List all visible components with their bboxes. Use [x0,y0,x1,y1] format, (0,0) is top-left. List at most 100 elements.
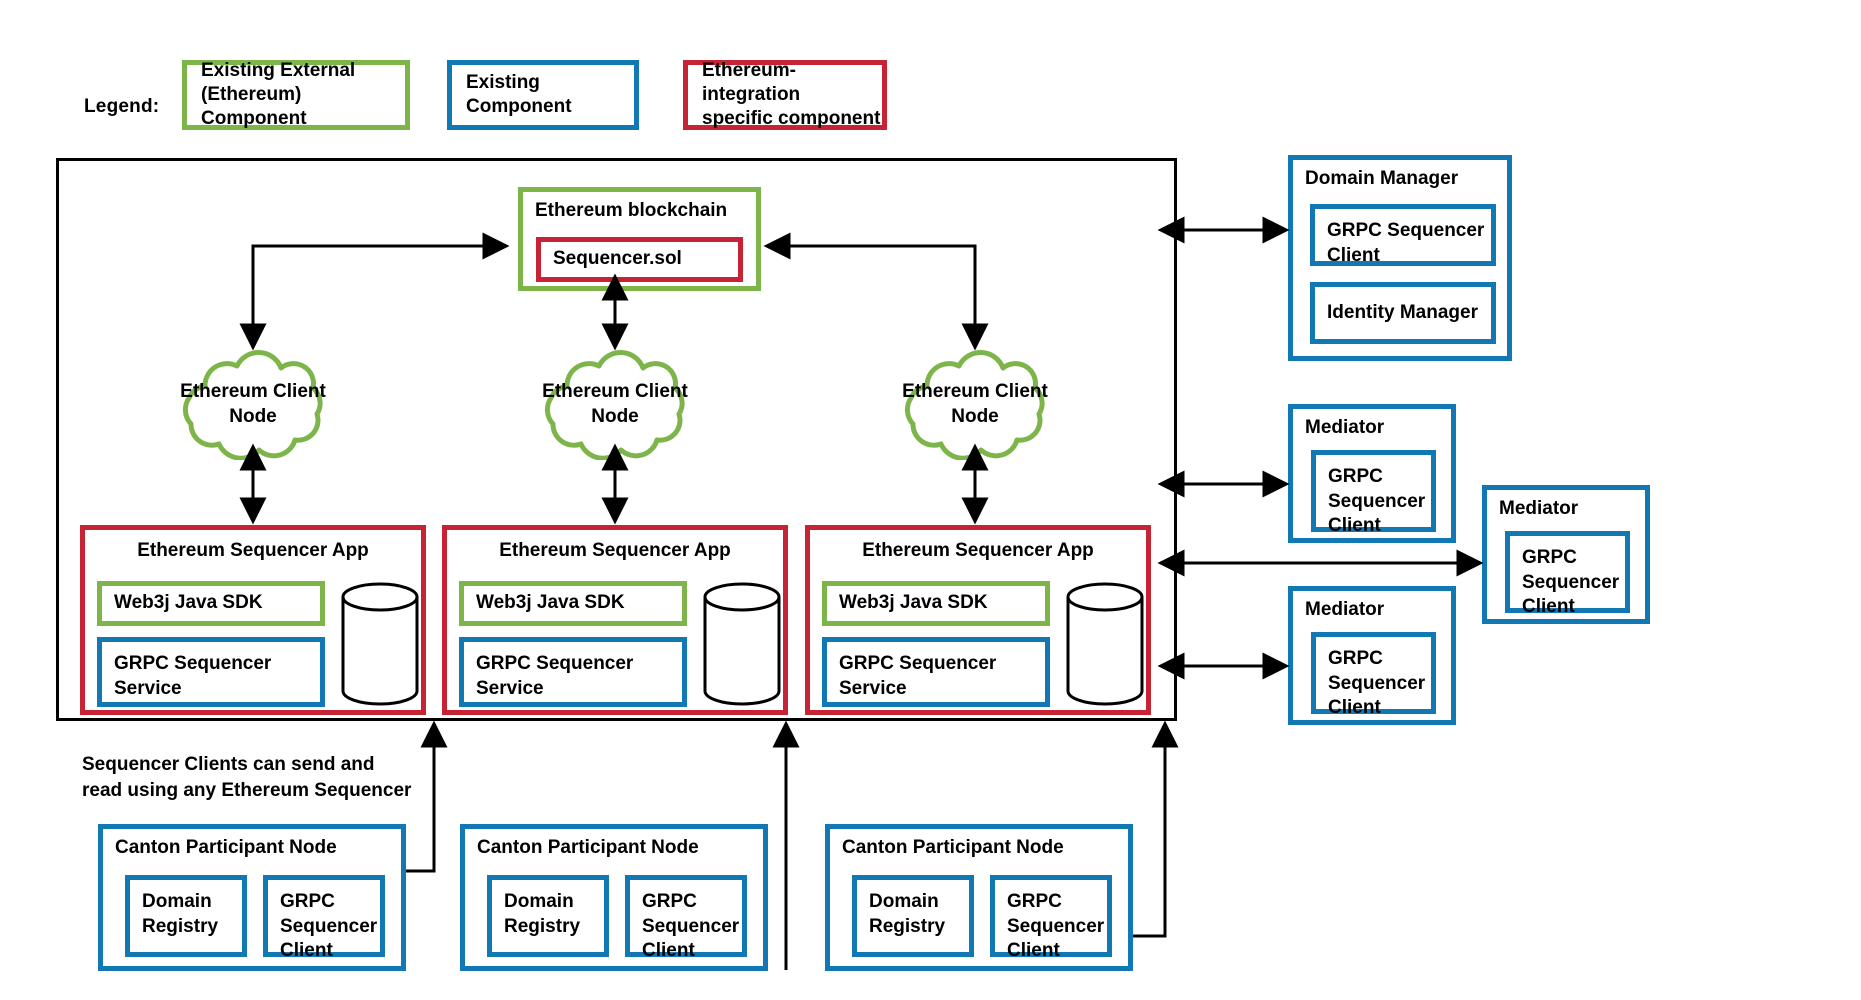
cloud-label-line-1: Ethereum Client [542,381,688,402]
service-line-1: GRPC Sequencer [114,653,272,674]
grpc-sequencer-service-3: GRPC Sequencer Service [822,637,1050,707]
domain-manager-grpc-sequencer-client: GRPC Sequencer Client [1310,204,1496,266]
cloud-shape-icon [904,350,1045,460]
canton-participant-node-3-title: Canton Participant Node [842,837,1064,858]
web3j-java-sdk-3-label: Web3j Java SDK [839,592,988,614]
participant-2-grpc-sequencer-client: GRPC Sequencer Client [625,875,747,961]
ethereum-sequencer-app-2-title: Ethereum Sequencer App [499,540,731,561]
grpc-sequencer-service-1-label: GRPC Sequencer Service [102,642,320,701]
participant-1-grpc-sequencer-client: GRPC Sequencer Client [263,875,385,961]
participant-3-grpc-sequencer-client: GRPC Sequencer Client [990,875,1112,961]
legend-item-external-ethereum-text: Existing External (Ethereum) Component [201,59,405,130]
cloud-label-line-1: Ethereum Client [902,381,1048,402]
web3j-java-sdk-2: Web3j Java SDK [459,581,687,626]
cloud-shape-icon [544,350,685,460]
client-line-1: GRPC [1328,648,1383,669]
registry-line-2: Registry [869,915,946,937]
domain-registry-1-label: Domain Registry [130,880,242,939]
participant-3-grpc-sequencer-client-label: GRPC Sequencer Client [995,880,1107,964]
mediator-1-title: Mediator [1305,417,1385,438]
grpc-sequencer-service-1: GRPC Sequencer Service [97,637,325,707]
service-line-1: GRPC Sequencer [839,653,997,674]
sequencer-sol-label: Sequencer.sol [553,248,682,270]
domain-registry-3: Domain Registry [852,875,974,957]
registry-line-2: Registry [142,915,219,937]
client-line-2: Sequencer [280,915,378,937]
domain-manager-grpc-sequencer-client-label: GRPC Sequencer Client [1315,209,1491,268]
database-cylinder-icon [1066,582,1144,706]
grpc-sequencer-service-3-label: GRPC Sequencer Service [827,642,1045,701]
client-line-2: Client [1327,244,1380,266]
grpc-sequencer-service-2-label: GRPC Sequencer Service [464,642,682,701]
domain-manager: Domain Manager GRPC Sequencer Client Ide… [1288,155,1512,361]
registry-line-1: Domain [869,891,939,912]
mediator-2-title: Mediator [1499,498,1579,519]
ethereum-client-node-1-label: Ethereum Client Node [163,380,343,429]
ethereum-sequencer-app-2: Ethereum Sequencer App Web3j Java SDK GR… [442,525,788,715]
database-cylinder-icon [341,582,419,706]
ethereum-client-node-3: Ethereum Client Node [885,348,1065,460]
note-line-2: read using any Ethereum Sequencer [82,779,412,801]
identity-manager: Identity Manager [1310,282,1496,344]
domain-registry-2: Domain Registry [487,875,609,957]
service-line-1: GRPC Sequencer [476,653,634,674]
mediator-3-grpc-sequencer-client: GRPC Sequencer Client [1311,632,1436,718]
mediator-2-grpc-sequencer-client: GRPC Sequencer Client [1505,531,1630,617]
web3j-java-sdk-1: Web3j Java SDK [97,581,325,626]
web3j-java-sdk-2-label: Web3j Java SDK [476,592,625,614]
client-line-3: Client [642,940,695,962]
domain-registry-1: Domain Registry [125,875,247,957]
mediator-3: Mediator GRPC Sequencer Client [1288,586,1456,725]
client-line-1: GRPC [1522,547,1577,568]
grpc-sequencer-service-2: GRPC Sequencer Service [459,637,687,707]
canton-participant-node-3: Canton Participant Node Domain Registry … [825,824,1133,971]
legend-line-1: Ethereum-integration [702,60,801,106]
database-cylinder-icon [703,582,781,706]
legend-item-existing-component-text: Existing Component [466,72,572,117]
service-line-2: Service [839,677,907,699]
mediator-2: Mediator GRPC Sequencer Client [1482,485,1650,624]
legend-item-external-ethereum: Existing External (Ethereum) Component [182,60,410,130]
client-line-3: Client [1522,596,1575,618]
connector-participant3-to-app3 [1133,720,1179,938]
sequencer-clients-note: Sequencer Clients can send and read usin… [82,752,412,803]
ethereum-client-node-3-label: Ethereum Client Node [885,380,1065,429]
client-line-2: Sequencer [1328,672,1426,694]
mediator-3-title: Mediator [1305,599,1385,620]
cloud-label-line-2: Node [591,405,639,427]
mediator-3-grpc-sequencer-client-label: GRPC Sequencer Client [1316,637,1431,721]
mediator-1: Mediator GRPC Sequencer Client [1288,404,1456,543]
canton-participant-node-2-title: Canton Participant Node [477,837,699,858]
client-line-1: GRPC [1007,891,1062,912]
ethereum-sequencer-app-3-title: Ethereum Sequencer App [862,540,1094,561]
client-line-1: GRPC Sequencer [1327,220,1485,241]
mediator-1-grpc-sequencer-client-label: GRPC Sequencer Client [1316,455,1431,539]
canton-participant-node-1-title: Canton Participant Node [115,837,337,858]
registry-line-2: Registry [504,915,581,937]
mediator-2-grpc-sequencer-client-label: GRPC Sequencer Client [1510,536,1625,620]
web3j-java-sdk-1-label: Web3j Java SDK [114,592,263,614]
identity-manager-label: Identity Manager [1327,301,1478,323]
legend-item-ethereum-specific-text: Ethereum-integration specific component [702,59,882,130]
ethereum-client-node-1: Ethereum Client Node [163,348,343,460]
cloud-label-line-2: Node [951,405,999,427]
service-line-2: Service [114,677,182,699]
client-line-3: Client [1007,940,1060,962]
participant-2-grpc-sequencer-client-label: GRPC Sequencer Client [630,880,742,964]
legend-item-ethereum-specific: Ethereum-integration specific component [683,60,887,130]
client-line-2: Sequencer [1522,571,1620,593]
domain-registry-3-label: Domain Registry [857,880,969,939]
client-line-2: Sequencer [642,915,740,937]
database-cylinder-3 [1064,581,1146,707]
ethereum-sequencer-app-3: Ethereum Sequencer App Web3j Java SDK GR… [805,525,1151,715]
mediator-1-grpc-sequencer-client: GRPC Sequencer Client [1311,450,1436,536]
legend-line-2: specific component [702,107,881,129]
client-line-2: Sequencer [1007,915,1105,937]
sequencer-sol-box: Sequencer.sol [536,237,743,282]
service-line-2: Service [476,677,544,699]
cloud-shape-icon [182,350,323,460]
client-line-1: GRPC [280,891,335,912]
domain-manager-title: Domain Manager [1305,168,1459,189]
web3j-java-sdk-3: Web3j Java SDK [822,581,1050,626]
